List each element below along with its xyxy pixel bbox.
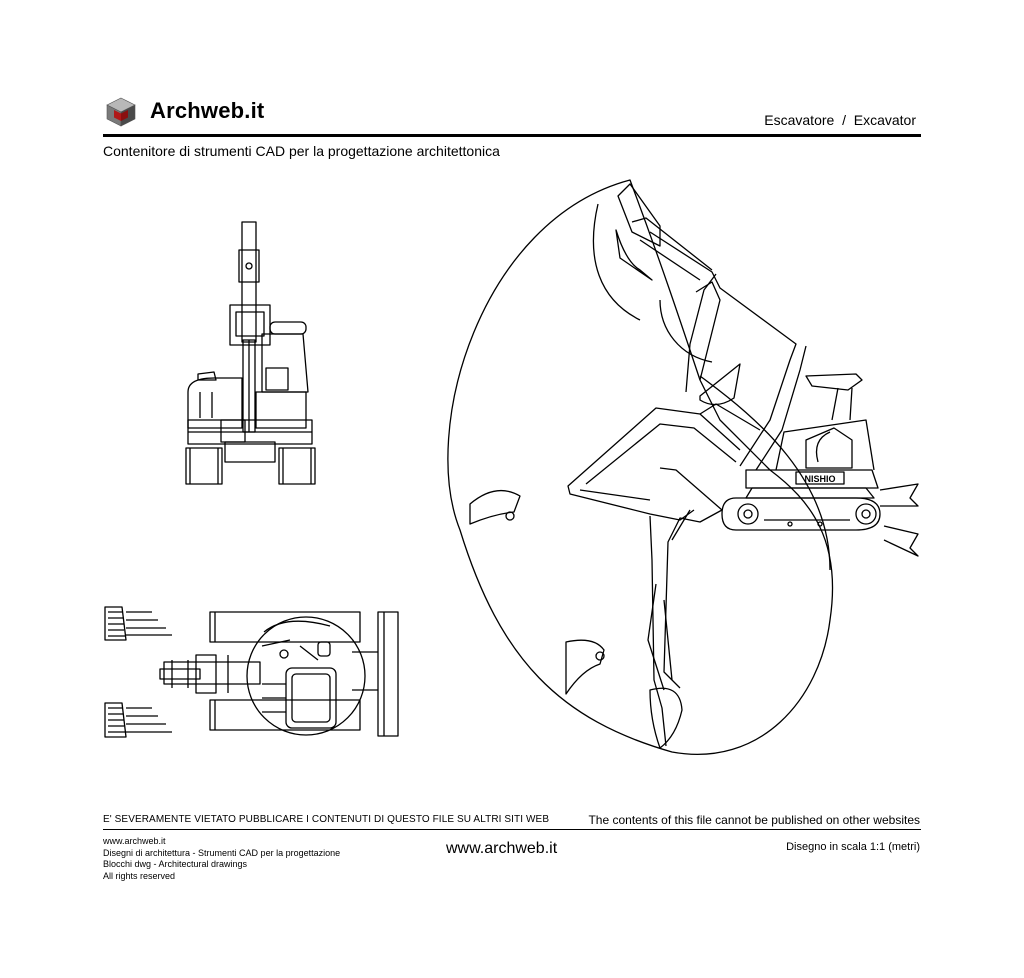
front-view (185, 221, 316, 485)
footer-line-rights: All rights reserved (103, 870, 176, 881)
footer-line-desc: Disegni di architettura - Strumenti CAD … (103, 847, 341, 858)
header-rule (103, 134, 921, 137)
footer-site-link[interactable]: www.archweb.it (446, 840, 558, 857)
drawing-scale: Disegno in scala 1:1 (metri) (786, 841, 920, 853)
brand-plate: NISHIO (804, 474, 835, 484)
footer-credits: www.archweb.it Disegni di architettura -… (103, 836, 340, 882)
footer-line-site[interactable]: www.archweb.it (103, 836, 166, 846)
side-view: NISHIO (447, 179, 919, 755)
archweb-logo-icon (106, 97, 136, 127)
top-view (104, 606, 399, 738)
page-subtitle: Contenitore di strumenti CAD per la prog… (103, 143, 500, 159)
footer-line-blocks: Blocchi dwg - Architectural drawings (103, 859, 248, 869)
page-title: Escavatore / Excavator (764, 112, 916, 128)
brand-name: Archweb.it (150, 98, 265, 123)
warning-english: The contents of this file cannot be publ… (588, 813, 920, 827)
footer-rule (103, 829, 921, 830)
warning-italian: E' SEVERAMENTE VIETATO PUBBLICARE I CONT… (103, 814, 550, 825)
